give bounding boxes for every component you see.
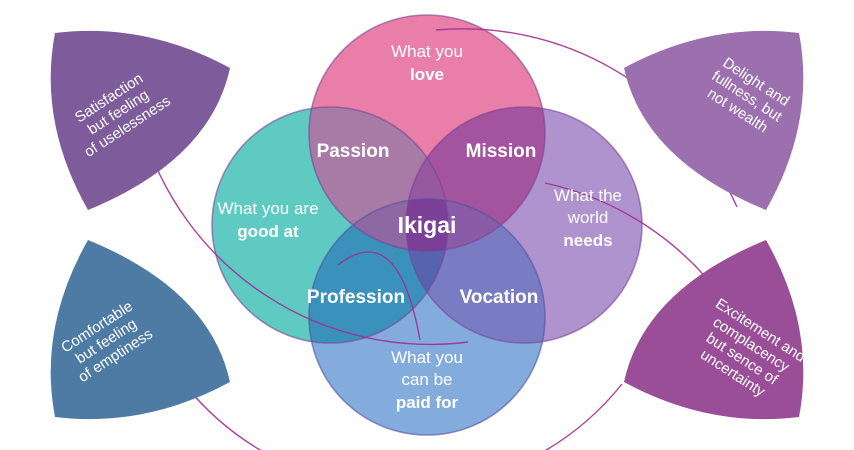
label-paid-for-line1: What you [391, 348, 463, 367]
wedge-bottom-left [50, 240, 230, 420]
label-good-at-bold: good at [237, 222, 299, 241]
label-ikigai: Ikigai [398, 212, 457, 238]
wedge-bottom-right [624, 240, 804, 420]
label-love-line1: What you [391, 42, 463, 61]
wedge-top-left [50, 30, 230, 210]
label-profession: Profession [307, 287, 405, 308]
label-paid-for-line2: can be [401, 370, 452, 389]
label-world-needs-line2: world [567, 208, 609, 227]
circle-outline-good-at [211, 106, 449, 344]
label-paid-for-bold: paid for [396, 393, 459, 412]
label-good-at-line1: What you are [217, 199, 318, 218]
circle-outline-paid-for [308, 198, 546, 436]
label-world-needs-line1: What the [554, 186, 622, 205]
label-passion: Passion [317, 141, 390, 162]
decorative-arc-center [337, 251, 421, 341]
decorative-arc-bottom-left [185, 383, 623, 450]
wedge-top-right [624, 30, 804, 210]
label-vocation: Vocation [460, 287, 539, 308]
label-mission: Mission [466, 141, 537, 162]
label-world-needs-bold: needs [563, 231, 612, 250]
label-love-bold: love [410, 65, 444, 84]
circle-outline-world-needs [405, 106, 643, 344]
circle-outline-love [308, 14, 546, 252]
decorative-arc-top-left [141, 127, 469, 346]
